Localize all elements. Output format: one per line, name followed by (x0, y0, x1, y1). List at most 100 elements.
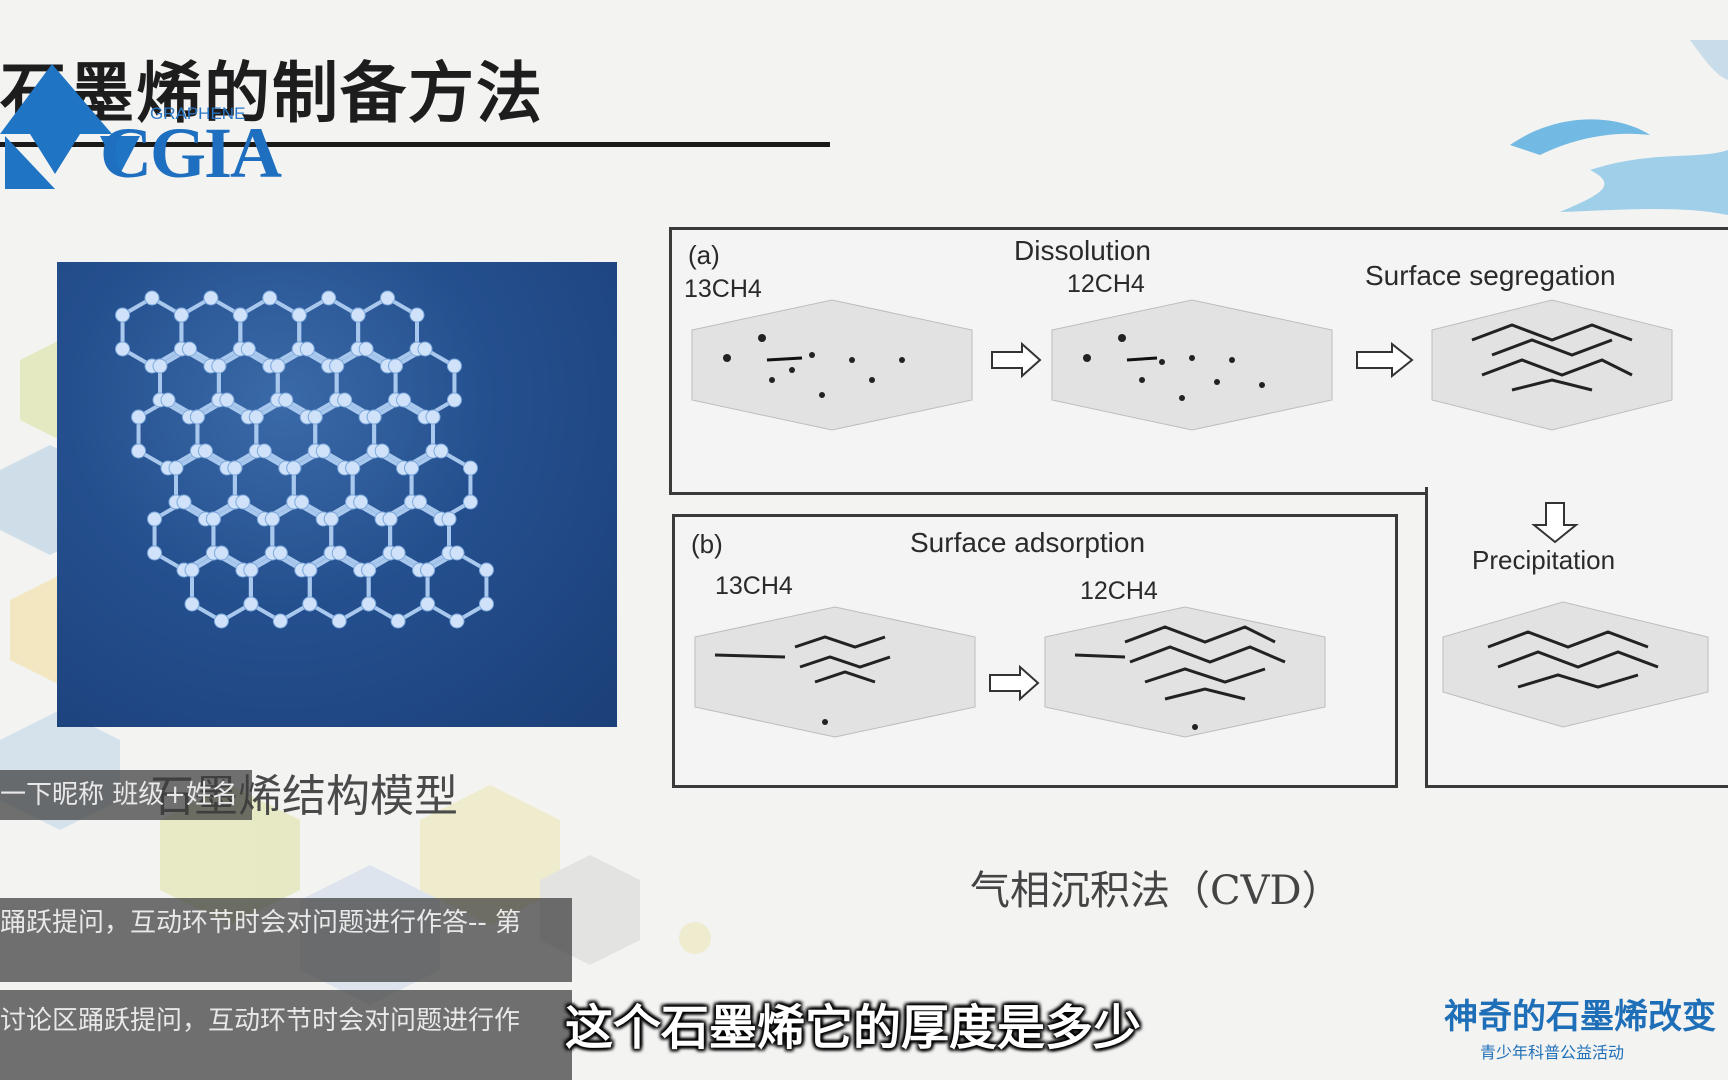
lattice-atom (331, 545, 347, 561)
lattice-atom (294, 494, 310, 510)
logo-mark-icon (0, 64, 140, 189)
lattice-atom (478, 562, 494, 578)
lattice-hexagon (120, 295, 184, 369)
lattice-atom (272, 545, 288, 561)
lattice-atom (323, 511, 339, 527)
lattice-atom (331, 613, 347, 629)
lattice-atom (203, 290, 219, 306)
lattice-atom (184, 562, 200, 578)
chat-message-1-text: 一下昵称 班级+姓名 (0, 780, 239, 810)
lattice-atom (131, 409, 147, 425)
lattice-atom (147, 545, 163, 561)
lattice-atom (299, 341, 315, 357)
lattice-atom (278, 392, 294, 408)
dissolution-label: Dissolution (1014, 235, 1151, 266)
lattice-atom (433, 443, 449, 459)
lattice-atom (345, 460, 361, 476)
lattice-atom (315, 443, 331, 459)
graphene-model-image (57, 262, 617, 727)
adsorption-label: Surface adsorption (910, 527, 1146, 558)
precipitation-diagram (1442, 502, 1709, 728)
lattice-atom (390, 613, 406, 629)
chat-message-2: 踊跃提问，互动环节时会对问题进行作答-- 第 (0, 898, 572, 982)
lattice-atom (197, 443, 213, 459)
lattice-atom (361, 596, 377, 612)
chat-message-2-text: 踊跃提问，互动环节时会对问题进行作答-- 第 (0, 908, 522, 938)
ch4-13-label-b: 13CH4 (715, 572, 793, 600)
logo-subtext: GRAPHENE (150, 104, 246, 123)
logo-text: CGIA (100, 113, 282, 193)
chat-message-3: 讨论区踊跃提问，互动环节时会对问题进行作 (0, 990, 572, 1080)
chat-message-3-text: 讨论区踊跃提问，互动环节时会对问题进行作 (0, 1006, 521, 1036)
lattice-atom (270, 358, 286, 374)
ch4-13-label: 13CH4 (684, 275, 762, 303)
lattice-atom (478, 596, 494, 612)
lattice-atom (409, 307, 425, 323)
lattice-atom (374, 443, 390, 459)
lattice-atom (232, 307, 248, 323)
lattice-atom (302, 562, 318, 578)
lattice-atom (417, 341, 433, 357)
lattice-atom (205, 511, 221, 527)
lattice-atom (189, 409, 205, 425)
lattice-atom (213, 613, 229, 629)
video-subtitle: 这个石墨烯它的厚度是多少 (565, 1000, 1142, 1056)
lattice-atom (243, 562, 259, 578)
lattice-atom (302, 596, 318, 612)
lattice-atom (181, 341, 197, 357)
lattice-atom (462, 460, 478, 476)
lattice-atom (152, 358, 168, 374)
segregation-label: Surface segregation (1365, 260, 1616, 291)
lattice-atom (219, 392, 235, 408)
figure-panel-b: (b) Surface adsorption 13CH4 12CH4 (672, 514, 1398, 788)
panel-b-tag: (b) (691, 529, 723, 559)
lattice-atom (420, 562, 436, 578)
cvd-caption: 气相沉积法（CVD） (970, 868, 1342, 914)
lattice-atom (211, 358, 227, 374)
lattice-atom (286, 460, 302, 476)
lattice-atom (329, 358, 345, 374)
lattice-atom (173, 307, 189, 323)
lattice-atom (390, 545, 406, 561)
lattice-atom (115, 341, 131, 357)
lattice-atom (160, 392, 176, 408)
lattice-atom (321, 290, 337, 306)
lattice-atom (227, 460, 243, 476)
ch4-12-label-b: 12CH4 (1080, 577, 1158, 605)
lattice-atom (115, 307, 131, 323)
lattice-atom (147, 511, 163, 527)
lattice-atom (361, 562, 377, 578)
lattice-atom (243, 596, 259, 612)
lattice-atom (388, 358, 404, 374)
ch4-12-label: 12CH4 (1067, 270, 1145, 298)
lattice-atom (291, 307, 307, 323)
lattice-atom (240, 341, 256, 357)
title-underline (0, 142, 830, 147)
lattice-atom (420, 596, 436, 612)
lattice-atom (366, 409, 382, 425)
lattice-atom (256, 443, 272, 459)
lattice-atom (264, 511, 280, 527)
lattice-atom (168, 460, 184, 476)
lattice-atom (144, 290, 160, 306)
lattice-atom (262, 290, 278, 306)
activity-brand-logo: 神奇的石墨烯改变 青少年科普公益活动 (1440, 983, 1728, 1080)
panel-a-diagram (691, 299, 1673, 431)
lattice-atom (350, 307, 366, 323)
lattice-atom (176, 494, 192, 510)
brand-sub-text: 青少年科普公益活动 (1480, 1043, 1625, 1062)
figure-panel-a: (a) Dissolution Surface segregation 13CH… (669, 227, 1728, 495)
lattice-atom (404, 460, 420, 476)
lattice-atom (184, 596, 200, 612)
lattice-atom (449, 613, 465, 629)
lattice-atom (235, 494, 251, 510)
lattice-atom (248, 409, 264, 425)
lattice-atom (441, 511, 457, 527)
lattice-atom (358, 341, 374, 357)
lattice-atom (462, 494, 478, 510)
lattice-atom (380, 290, 396, 306)
lattice-atom (396, 392, 412, 408)
figure-panel-precipitation: Precipitation (1425, 487, 1728, 788)
cgia-logo: GRAPHENE CGIA (0, 64, 300, 194)
lattice-atom (412, 494, 428, 510)
